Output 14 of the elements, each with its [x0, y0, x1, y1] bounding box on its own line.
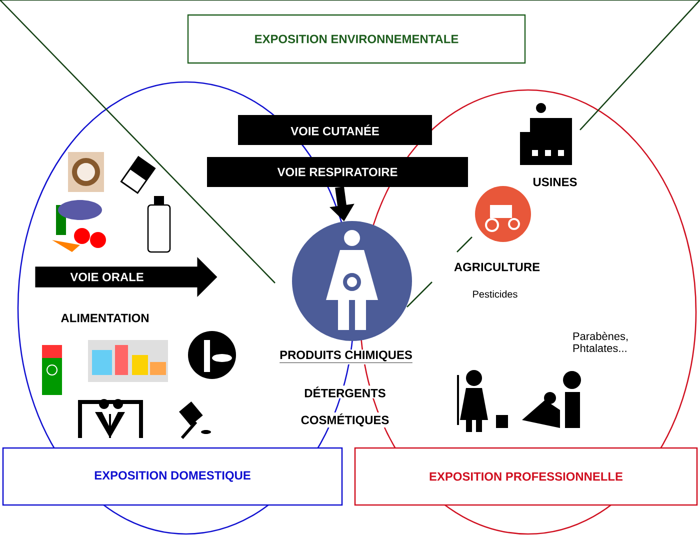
section-label: AGRICULTURE — [452, 262, 542, 272]
section-label: USINES — [532, 176, 578, 188]
route-label: VOIE RESPIRATOIRE — [207, 157, 468, 187]
route-label: VOIE CUTANÉE — [238, 115, 432, 145]
pregnant-woman-icon — [292, 221, 412, 341]
category-box: EXPOSITION DOMESTIQUE — [2, 447, 343, 506]
section-label: DÉTERGENTS — [303, 386, 387, 398]
note-text: Parabènes, Phtalates... — [572, 330, 628, 354]
section-label: PRODUITS CHIMIQUES — [278, 350, 414, 364]
title-box: EXPOSITION ENVIRONNEMENTALE — [187, 14, 526, 64]
note-text: Pesticides — [471, 289, 519, 299]
section-label: COSMÉTIQUES — [300, 412, 390, 428]
category-box: EXPOSITION PROFESSIONNELLE — [354, 447, 698, 506]
section-label: ALIMENTATION — [60, 312, 150, 324]
